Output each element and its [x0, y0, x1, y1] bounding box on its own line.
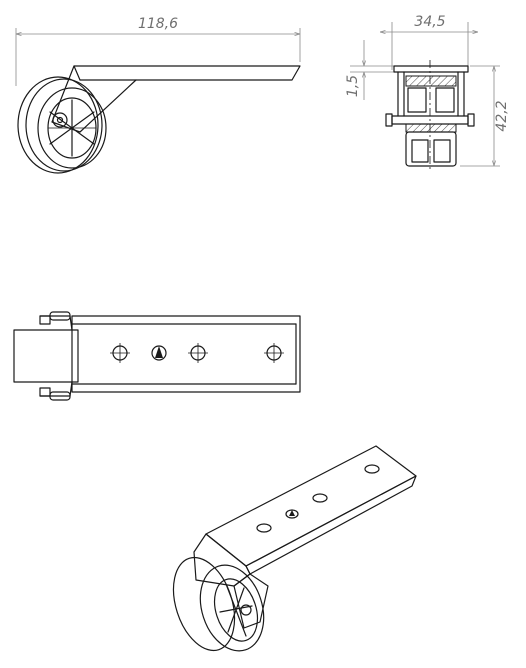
mount-hole-1 — [110, 343, 130, 363]
front-view: 34,5 1,5 42,2 — [345, 14, 510, 170]
iso-wheel — [172, 556, 265, 652]
dimension-label-width: 34,5 — [414, 14, 445, 30]
iso-hole-3 — [364, 464, 380, 474]
dimension-plate-thickness: 1,5 — [345, 40, 394, 100]
threaded-hole — [151, 345, 167, 361]
dimension-label-height: 42,2 — [494, 100, 510, 131]
iso-bracket-arm — [193, 533, 251, 587]
dimension-overall-length: 118,6 — [15, 16, 301, 86]
top-plate — [393, 65, 469, 73]
caster-wheel — [17, 76, 107, 174]
dimension-width: 34,5 — [380, 14, 478, 70]
hub-section-top — [405, 75, 457, 87]
wheel-tread — [405, 131, 457, 167]
axle-center — [56, 116, 64, 124]
iso-axle — [240, 604, 252, 616]
bracket-arm — [51, 65, 301, 133]
dimension-label-length: 118,6 — [138, 16, 178, 32]
mounting-plate — [71, 315, 301, 393]
mount-hole-2 — [188, 343, 208, 363]
side-view: 118,6 — [15, 16, 301, 174]
iso-plate-top — [205, 445, 417, 567]
dimension-label-thickness: 1,5 — [345, 75, 361, 97]
mount-hole-3 — [264, 343, 284, 363]
dimension-height: 42,2 — [460, 65, 510, 167]
axle-circle — [52, 112, 68, 128]
wheel-top-outline — [13, 329, 79, 383]
isometric-view — [172, 445, 417, 652]
top-view — [13, 311, 301, 401]
iso-hole-2 — [312, 493, 328, 503]
iso-hole-1 — [256, 523, 272, 533]
